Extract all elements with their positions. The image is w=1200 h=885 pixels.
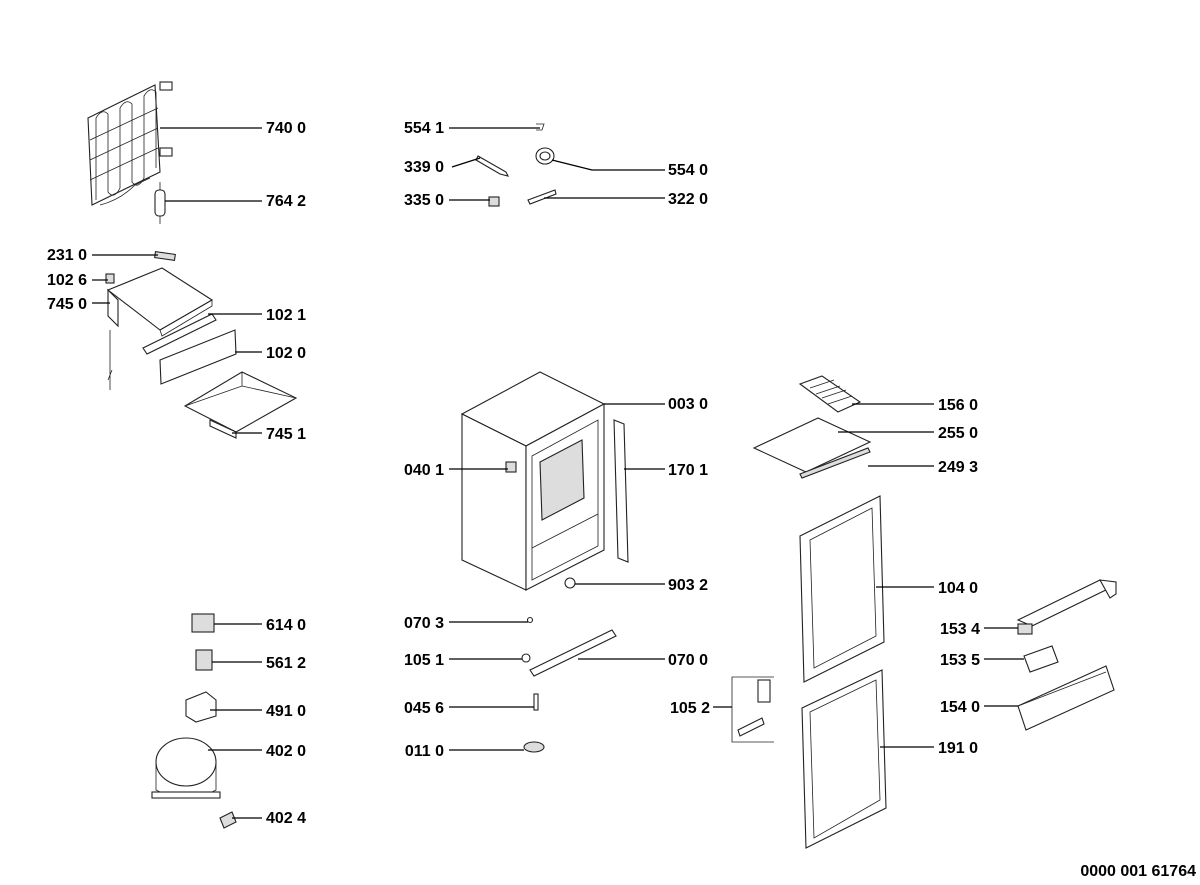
- drip-tray-part: [183, 371, 298, 439]
- cabinet-part: [460, 371, 606, 591]
- shelf-support-part: [505, 461, 517, 473]
- overload-part: [195, 649, 213, 671]
- compressor-clip-part: [219, 811, 237, 829]
- part-label-door-gasket: 191 0: [938, 740, 978, 757]
- compressor-part: [151, 737, 221, 799]
- adjustable-foot-part: [523, 741, 545, 753]
- thermostat-clip-part: [536, 123, 545, 131]
- part-label-hinge-kit: 105 2: [670, 700, 710, 717]
- part-label-small-bin: 153 5: [940, 652, 980, 669]
- part-label-relay-cover: 491 0: [266, 703, 306, 720]
- side-strip-part: [613, 419, 629, 563]
- part-label-screw-plug: 102 6: [47, 272, 87, 289]
- part-label-relay: 614 0: [266, 617, 306, 634]
- hinge-kit-part: [731, 676, 774, 743]
- part-label-sensor-probe: 339 0: [404, 159, 444, 176]
- part-label-thermostat: 554 0: [668, 162, 708, 179]
- evaporator-front-part: [159, 329, 237, 385]
- cover-strip-part: [527, 189, 557, 205]
- part-label-door: 104 0: [938, 580, 978, 597]
- shelf-trim-part: [799, 447, 871, 479]
- part-label-evaporator: 745 0: [47, 296, 87, 313]
- part-label-evaporator-rail: 102 1: [266, 307, 306, 324]
- part-labels: 740 0 764 2 554 1 339 0 554 0 335 0 322 0 231 0…: [47, 120, 980, 827]
- door-bin-part: [1017, 665, 1115, 731]
- document-number: 0000 001 61764: [1080, 863, 1196, 880]
- part-label-hinge-bracket: 070 0: [668, 652, 708, 669]
- part-label-evaporator-bracket: 231 0: [47, 247, 87, 264]
- evaporator-rail-part: [142, 313, 217, 355]
- part-label-adjustable-foot: 011 0: [405, 743, 444, 760]
- part-label-cover-strip: 322 0: [668, 191, 708, 208]
- part-label-foot: 903 2: [668, 577, 708, 594]
- part-label-shelf-trim: 249 3: [938, 459, 978, 476]
- bolt-part: [533, 693, 539, 711]
- part-label-hinge-pin: 105 1: [404, 652, 444, 669]
- hinge-bracket-part: [529, 629, 617, 677]
- screw-part: [526, 616, 534, 624]
- part-label-ice-tray: 156 0: [938, 397, 978, 414]
- ice-tray-part: [798, 375, 862, 413]
- part-label-screw: 070 3: [404, 615, 444, 632]
- lamp-holder-part: [488, 196, 500, 207]
- relay-part: [191, 613, 215, 633]
- part-label-side-strip: 170 1: [668, 462, 708, 479]
- part-label-overload: 561 2: [266, 655, 306, 672]
- hinge-pin-part: [521, 653, 531, 663]
- part-label-drip-tray: 745 1: [266, 426, 306, 443]
- part-label-door-bin: 154 0: [940, 699, 980, 716]
- filter-drier-part: [154, 182, 166, 224]
- part-label-cabinet: 003 0: [668, 396, 708, 413]
- part-label-door-rail: 153 4: [940, 621, 980, 638]
- condenser-part: [87, 81, 173, 206]
- door-rail-part: [1016, 579, 1117, 635]
- part-label-thermostat-clip: 554 1: [404, 120, 444, 137]
- part-label-shelf-support: 040 1: [404, 462, 444, 479]
- part-label-lamp-holder: 335 0: [404, 192, 444, 209]
- relay-cover-part: [185, 691, 217, 723]
- part-label-compressor-clip: 402 4: [266, 810, 306, 827]
- part-label-filter-drier: 764 2: [266, 193, 306, 210]
- sensor-probe-part: [475, 155, 510, 177]
- thermostat-part: [535, 147, 555, 165]
- part-label-glass-shelf: 255 0: [938, 425, 978, 442]
- glass-shelf-part: [752, 417, 872, 473]
- part-label-bolt: 045 6: [404, 700, 444, 717]
- part-label-condenser: 740 0: [266, 120, 306, 137]
- evaporator-bracket-part: [154, 251, 176, 261]
- screw-plug-part: [105, 273, 115, 284]
- door-part: [799, 495, 885, 683]
- small-bin-part: [1023, 645, 1059, 673]
- foot-part: [564, 577, 576, 589]
- evaporator-part: [106, 267, 214, 390]
- part-label-compressor: 402 0: [266, 743, 306, 760]
- part-label-evaporator-front: 102 0: [266, 345, 306, 362]
- door-gasket-part: [801, 669, 887, 849]
- leader-lines: [92, 127, 1024, 819]
